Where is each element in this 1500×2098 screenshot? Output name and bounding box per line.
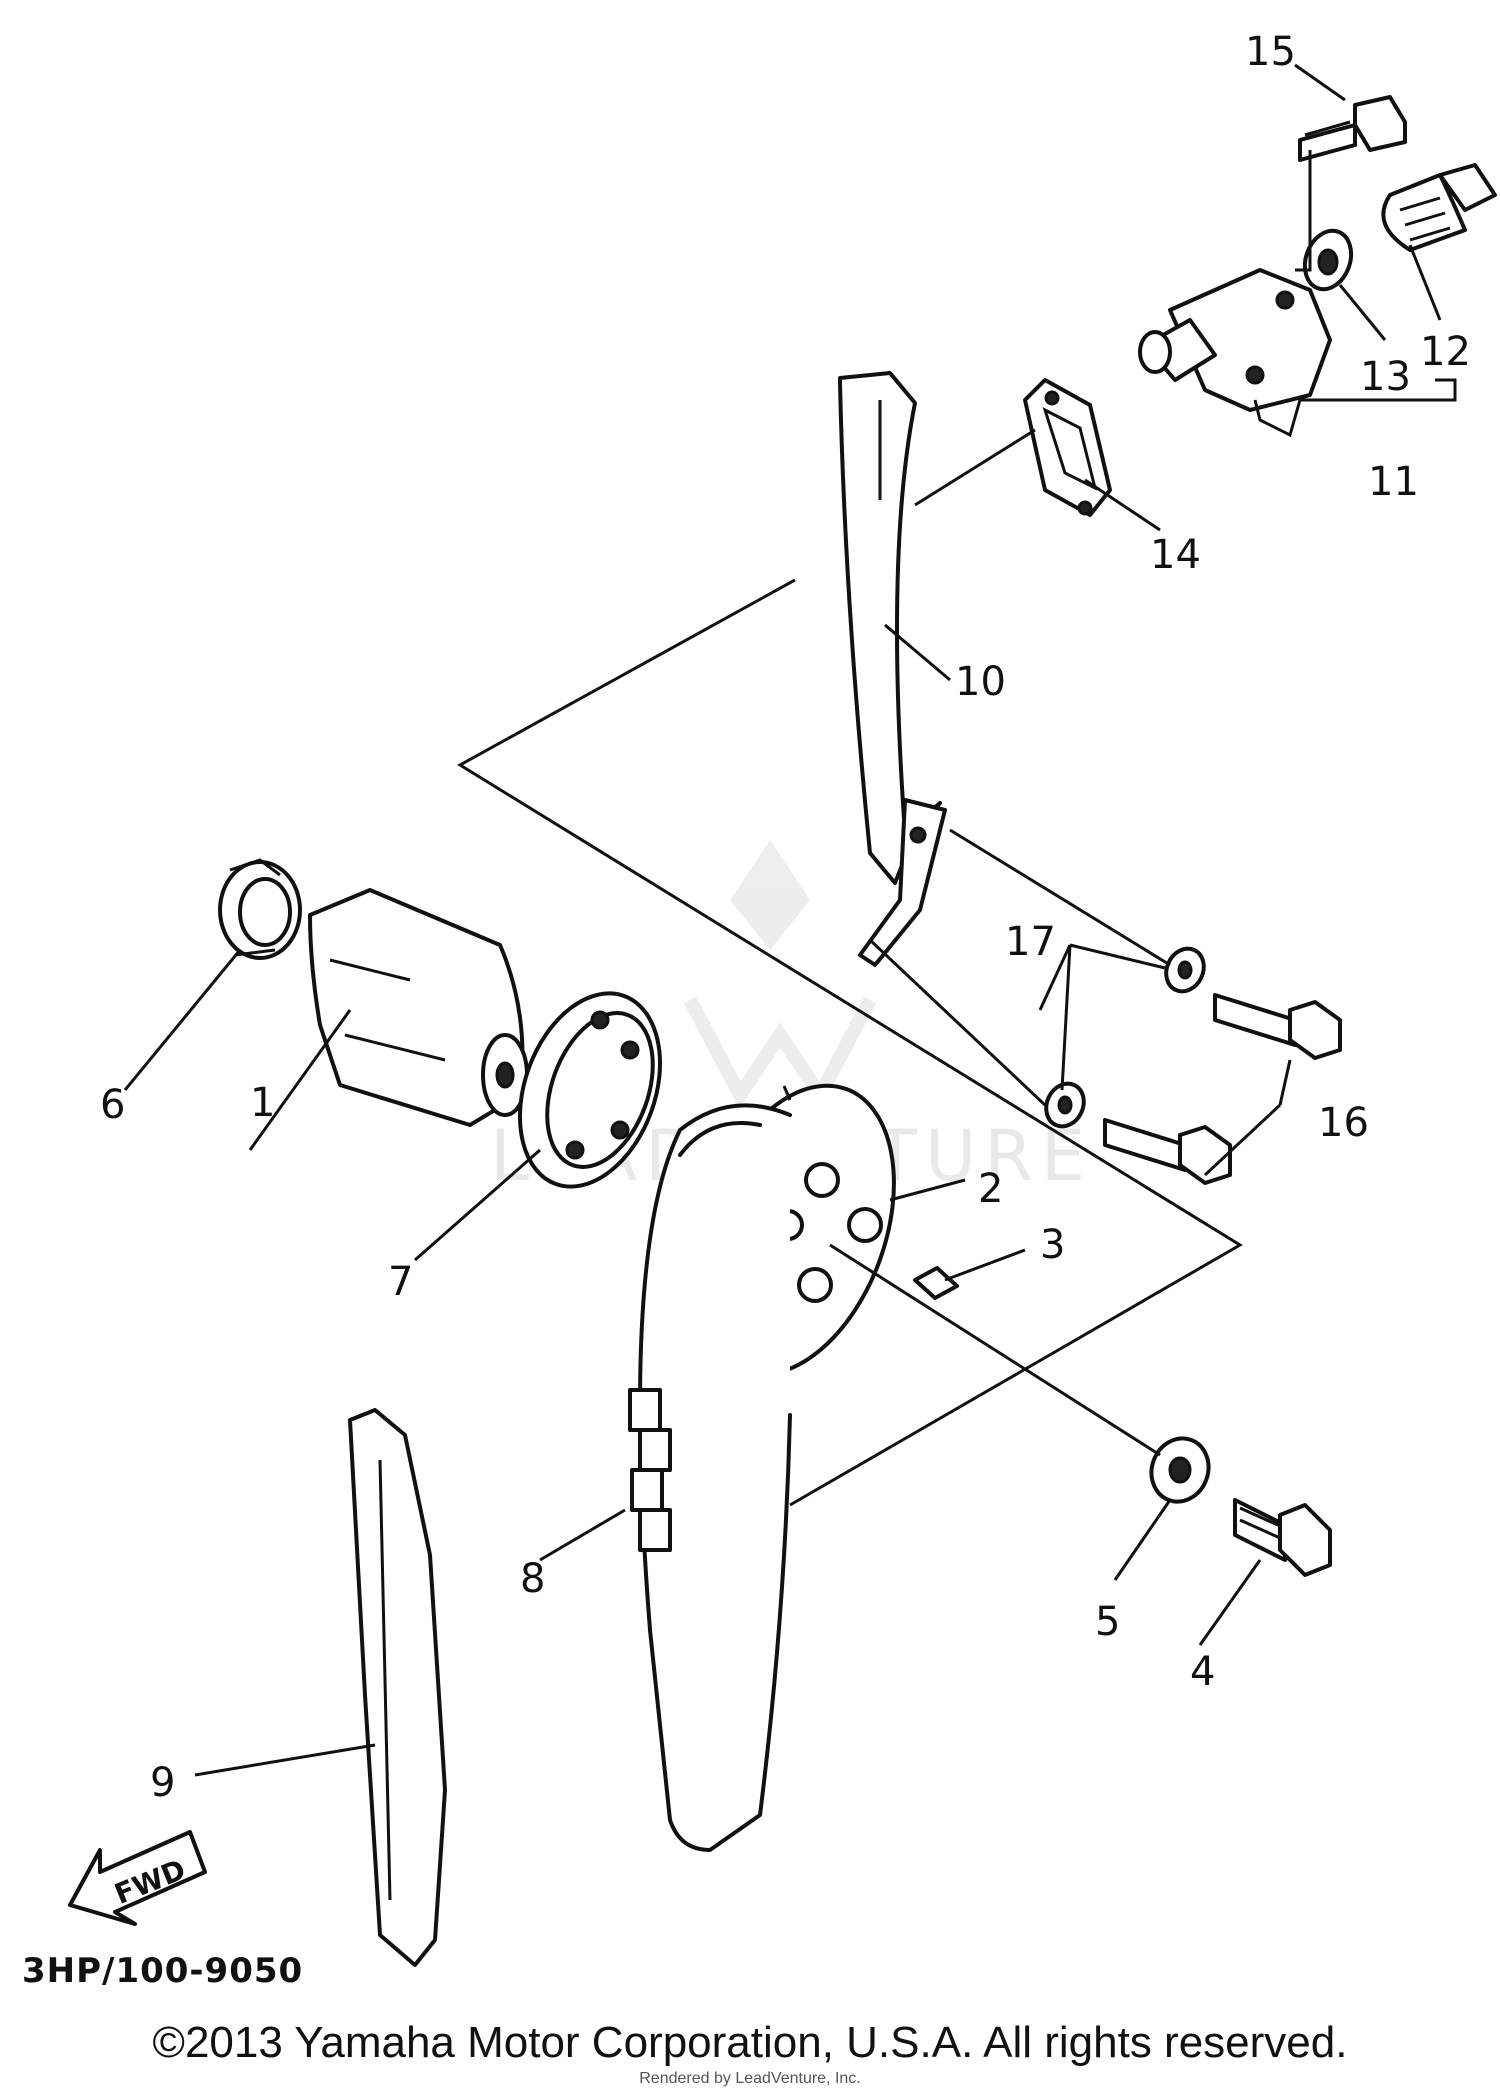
part-pin-3 [913, 1266, 959, 1300]
callout-11: 11 [1368, 459, 1419, 505]
callout-12: 12 [1420, 329, 1471, 375]
callout-8: 8 [520, 1556, 545, 1602]
callout-2: 2 [978, 1166, 1003, 1212]
part-washer-17 [1044, 946, 1206, 1129]
callout-15: 15 [1245, 29, 1296, 75]
callout-4: 4 [1190, 1649, 1215, 1695]
part-tensioner-11 [1138, 268, 1332, 412]
callout-13: 13 [1360, 354, 1411, 400]
reference-plane [457, 578, 1243, 1507]
callout-9: 9 [150, 1760, 175, 1806]
part-bolt-15 [1298, 95, 1407, 162]
callout-6: 6 [100, 1082, 125, 1128]
rendered-by-notice: Rendered by LeadVenture, Inc. [639, 2070, 861, 2087]
callout-5: 5 [1095, 1599, 1120, 1645]
callout-numbers: 1 2 3 4 5 6 7 8 9 10 11 12 13 14 15 16 1… [100, 29, 1471, 1806]
fwd-arrow: FWD [68, 1830, 207, 1926]
callout-14: 14 [1150, 532, 1201, 578]
callout-17: 17 [1005, 919, 1056, 965]
callout-16: 16 [1318, 1100, 1369, 1146]
part-bearing-7 [517, 991, 663, 1189]
part-chain-8 [628, 1103, 792, 1852]
part-gasket-14 [1023, 378, 1112, 517]
part-bolt-16 [1103, 993, 1342, 1185]
callout-7: 7 [388, 1259, 413, 1305]
part-guide-9 [348, 1408, 447, 1967]
copyright-notice: ©2013 Yamaha Motor Corporation, U.S.A. A… [152, 2018, 1348, 2067]
part-guide-10 [838, 371, 947, 967]
callout-1: 1 [250, 1080, 275, 1126]
diagram-code: 3HP/100-9050 [22, 1951, 303, 1991]
part-camshaft-1 [308, 888, 529, 1127]
callout-10: 10 [955, 659, 1006, 705]
part-washer-13 [1302, 228, 1354, 292]
part-plug-12 [1381, 163, 1497, 252]
part-washer-5 [1149, 1436, 1211, 1504]
part-bearing-6 [218, 858, 302, 960]
callout-3: 3 [1040, 1222, 1065, 1268]
leader-lines [123, 63, 1457, 1777]
part-bolt-4 [1233, 1498, 1332, 1577]
